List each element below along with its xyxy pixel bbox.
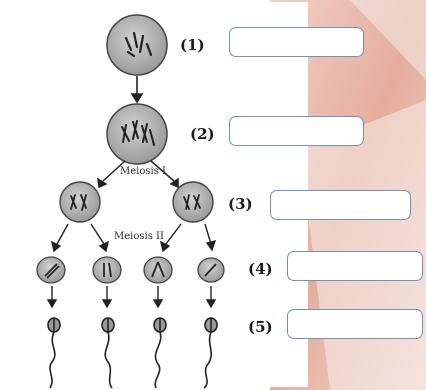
arrow <box>50 223 217 253</box>
stage-label-2: (2) <box>190 125 215 143</box>
arrow <box>46 286 217 309</box>
answer-box-5[interactable] <box>287 309 423 339</box>
answer-box-4[interactable] <box>287 251 423 281</box>
answer-box-1[interactable] <box>229 27 364 57</box>
sperm-stage-5 <box>47 317 218 389</box>
stage-label-1: (1) <box>180 36 205 54</box>
cell-stage-2 <box>106 103 168 165</box>
cell-stage-4 <box>36 256 225 284</box>
stage-label-3: (3) <box>228 195 253 213</box>
answer-box-2[interactable] <box>229 116 364 146</box>
cell-stage-3-right <box>172 181 214 223</box>
stage-label-4: (4) <box>248 260 273 278</box>
arrow <box>97 160 179 189</box>
arrow <box>130 76 144 104</box>
meiosis-i-label: Meiosis I <box>120 166 166 177</box>
cell-stage-1 <box>106 14 168 76</box>
answer-box-3[interactable] <box>270 190 411 220</box>
stage-label-5: (5) <box>248 318 273 336</box>
meiosis-ii-label: Meiosis II <box>114 231 164 242</box>
cell-stage-3-left <box>59 181 101 223</box>
